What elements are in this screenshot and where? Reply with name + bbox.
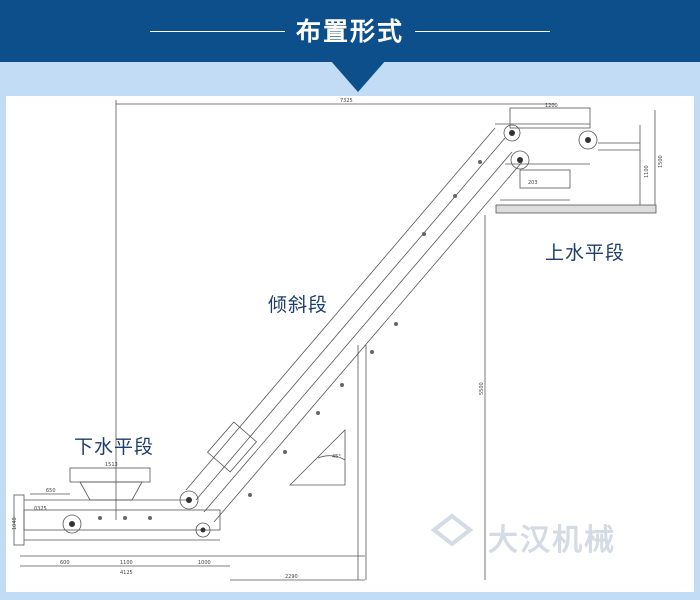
- idler-roller: [453, 194, 457, 198]
- dim-lower-a: 650: [46, 488, 56, 494]
- upper-cover: [509, 107, 591, 129]
- down-arrow-icon: [330, 60, 386, 92]
- label-incline-section: 倾斜段: [268, 294, 329, 316]
- idler-roller: [148, 516, 152, 520]
- dim-lower-left: 1040: [12, 517, 18, 530]
- upper-dim-box: [519, 169, 571, 189]
- idler-roller: [248, 493, 252, 497]
- idler-roller: [283, 450, 287, 454]
- drive-box: [206, 421, 258, 473]
- hopper: [79, 481, 143, 501]
- dim-center-height: 5500: [479, 382, 485, 395]
- dim-upper-short: 203: [528, 180, 538, 186]
- lower-frame: [23, 509, 221, 531]
- upper-platform: [495, 204, 657, 214]
- title-banner: 布置形式: [0, 0, 700, 62]
- lower-tail-hub: [69, 521, 75, 527]
- dim-right-b: 1100: [644, 165, 650, 178]
- watermark-logo-icon: [430, 513, 474, 547]
- upper-bend-wheel: [503, 124, 521, 142]
- dim-bottom-d: 1000: [198, 560, 211, 566]
- hopper-top: [69, 467, 151, 483]
- dim-upper-width: 1200: [545, 103, 558, 109]
- incline-rail-4: [213, 161, 523, 523]
- title-rule-right: [415, 31, 550, 32]
- lower-bend-hub: [186, 497, 192, 503]
- idler-roller: [394, 322, 398, 326]
- dim-bottom-c: 4125: [120, 570, 133, 576]
- incline-rail-3: [203, 151, 513, 513]
- upper-snub-hub: [517, 157, 523, 163]
- page-title: 布置形式: [295, 17, 404, 46]
- lower-tension-wheel: [195, 522, 211, 538]
- angle-triangle: [289, 429, 346, 486]
- dim-total: 7325: [340, 98, 353, 104]
- label-upper-section: 上水平段: [545, 242, 626, 264]
- label-lower-section: 下水平段: [74, 436, 155, 458]
- incline-rail-2: [195, 137, 506, 501]
- angle-arc: [317, 455, 346, 461]
- dim-bottom-span: 2290: [285, 574, 298, 580]
- incline-rail-1: [185, 127, 496, 491]
- dim-hopper: 1513: [105, 462, 118, 468]
- drawing-panel: [6, 96, 694, 592]
- dim-bottom-b: 1100: [120, 560, 133, 566]
- lower-tension-hub: [200, 527, 206, 533]
- lower-tail-wheel: [62, 514, 82, 534]
- dim-lower-b: 0325: [34, 506, 47, 512]
- head-hub: [585, 137, 591, 143]
- idler-roller: [370, 350, 374, 354]
- lower-bend-wheel: [179, 490, 199, 510]
- idler-roller: [123, 516, 127, 520]
- upper-snub-wheel: [510, 150, 530, 170]
- upper-bend-hub: [509, 130, 515, 136]
- dim-bottom-a: 600: [60, 560, 70, 566]
- head-wheel: [578, 130, 598, 150]
- title-rule-left: [150, 31, 285, 32]
- dim-right-a: 1500: [658, 155, 664, 168]
- idler-roller: [316, 411, 320, 415]
- lower-end-plate: [13, 494, 25, 546]
- idler-roller: [422, 232, 426, 236]
- idler-roller: [478, 160, 482, 164]
- dim-angle: 45°: [332, 454, 341, 460]
- idler-roller: [98, 516, 102, 520]
- watermark: 大汉机械: [488, 523, 616, 558]
- idler-roller: [340, 383, 344, 387]
